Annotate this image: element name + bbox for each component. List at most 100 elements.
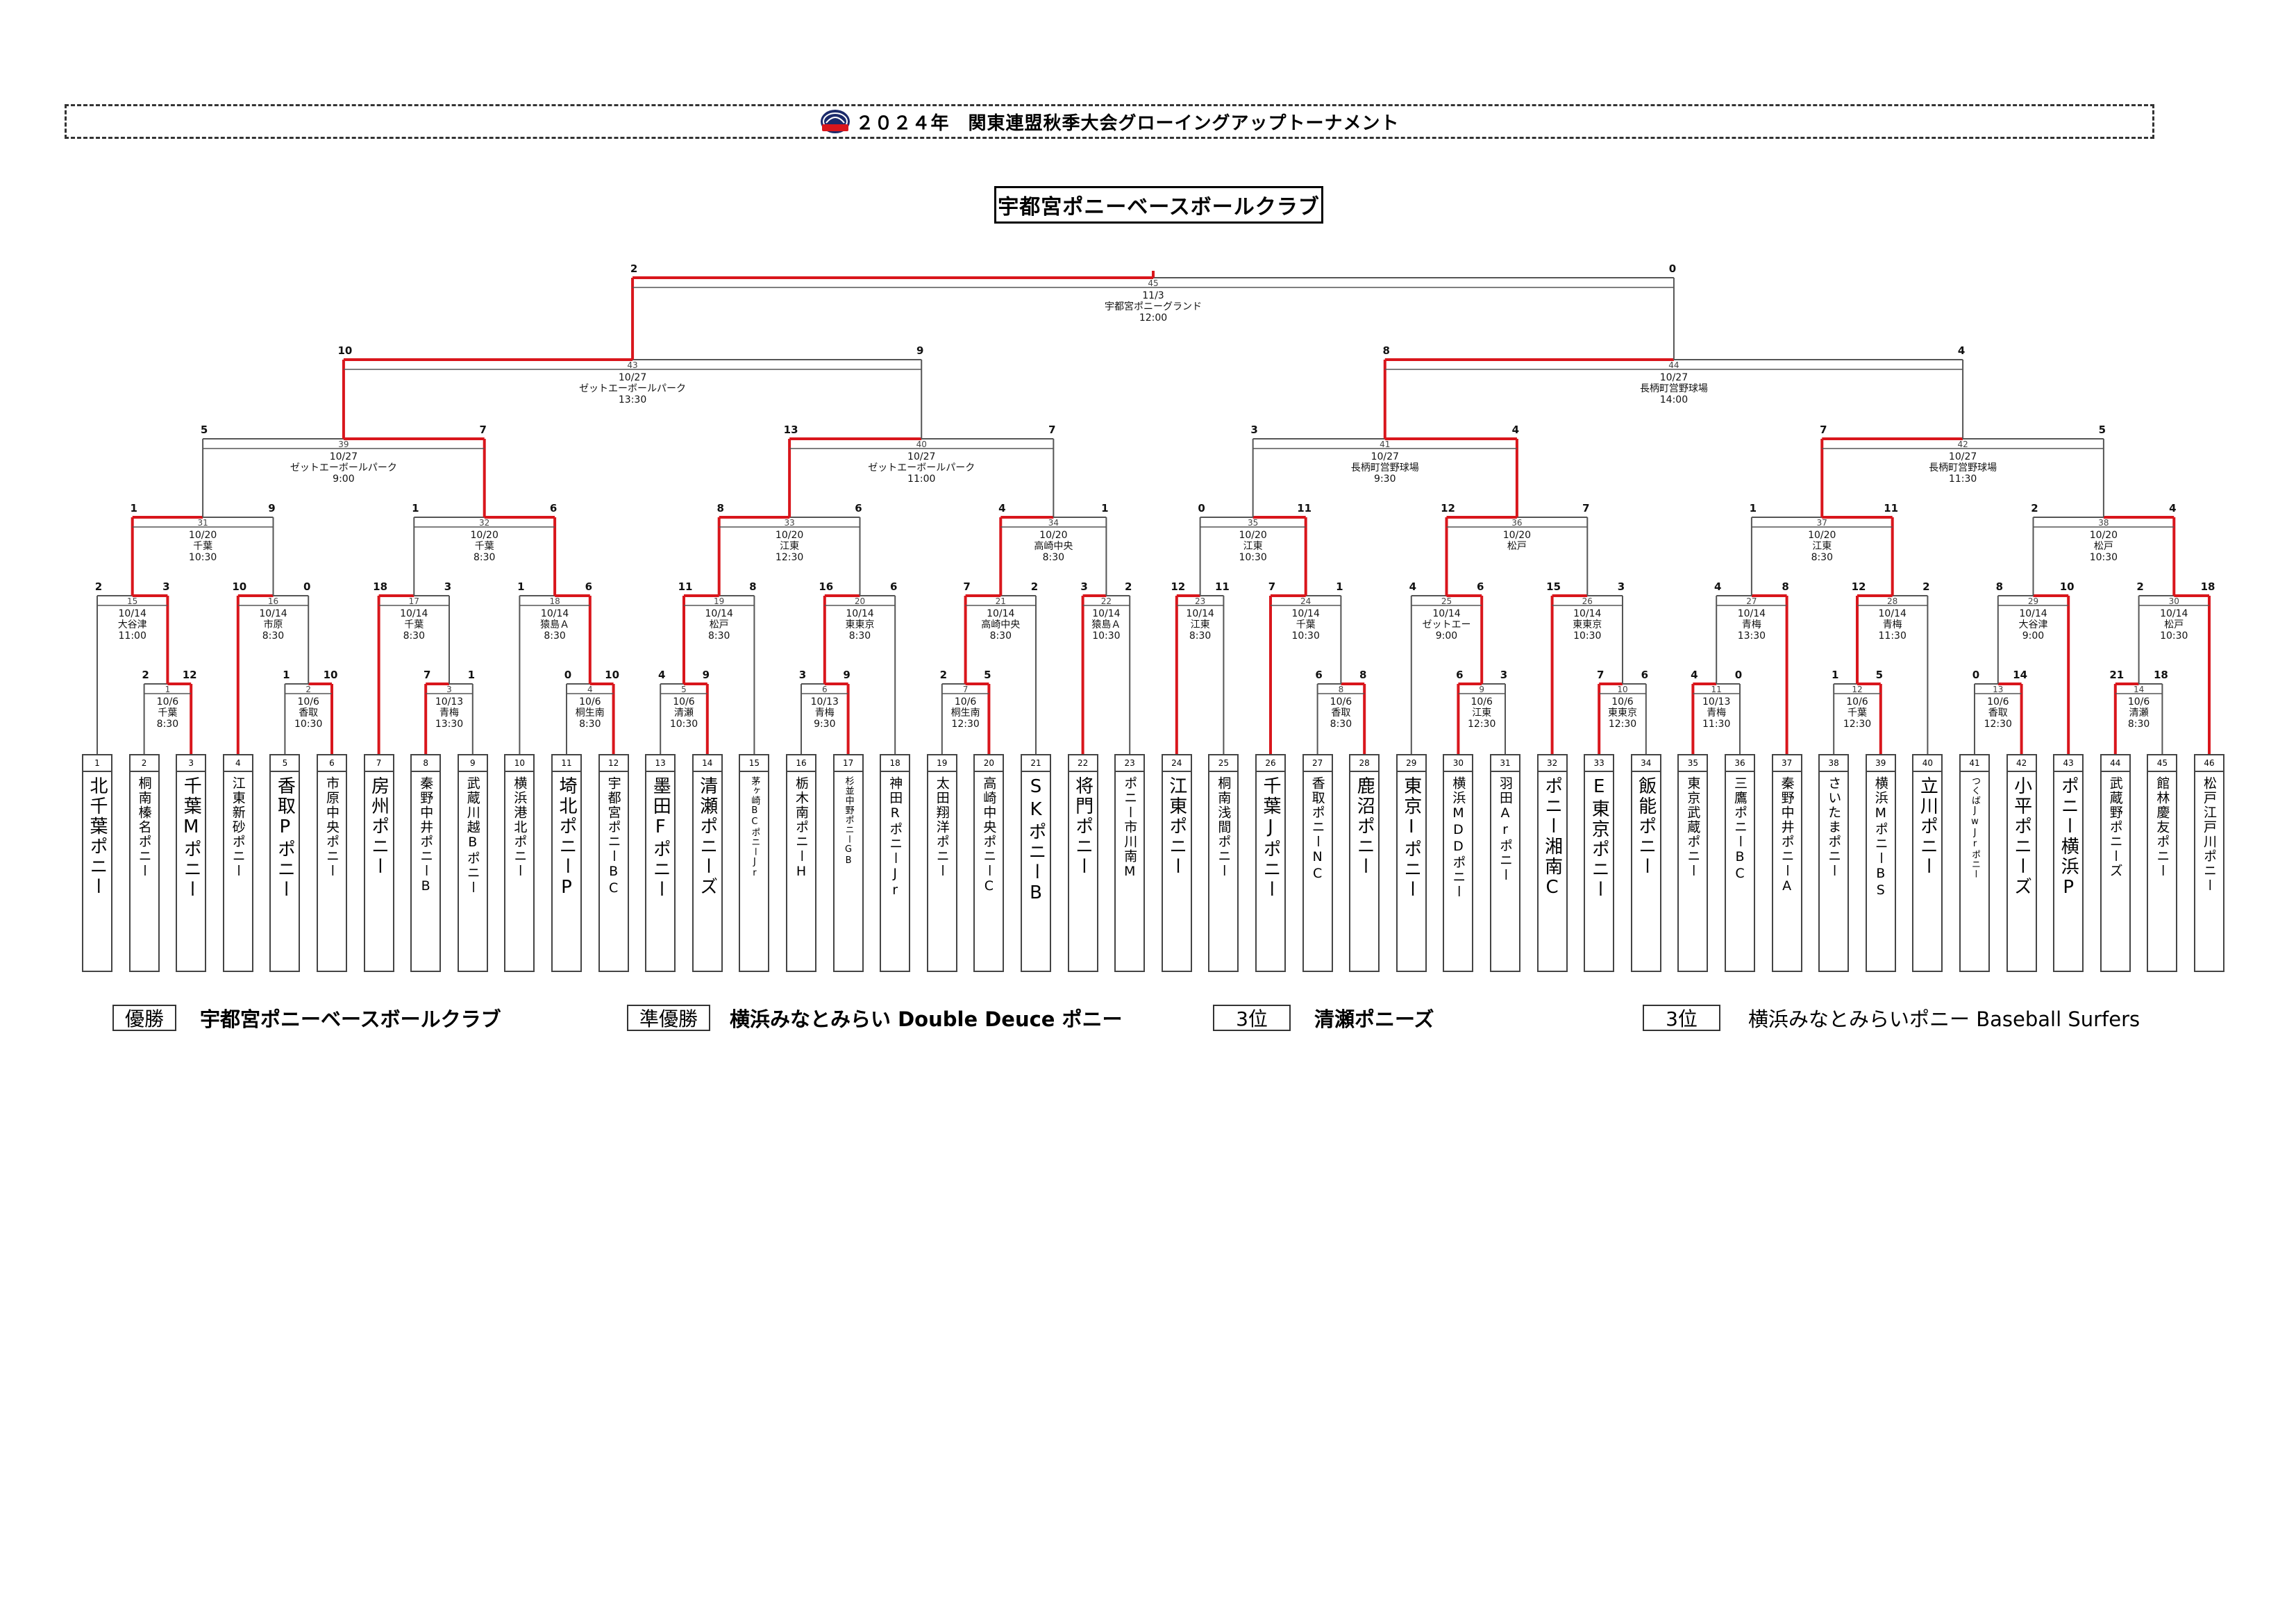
score-right: 5: [1876, 669, 1883, 681]
match-info: 12:30: [1843, 719, 1871, 730]
match-info: 11:30: [1702, 719, 1730, 730]
score-right: 9: [843, 669, 850, 681]
team-name: 栃木南ポニーH: [794, 776, 809, 880]
match-info: 12:30: [776, 552, 803, 563]
match-number: 45: [1148, 278, 1158, 288]
team-name: 埼北ポニーP: [556, 776, 577, 900]
team-name: 江東新砂ポニー: [230, 776, 246, 878]
match-number: 2: [305, 685, 311, 694]
match-info: 10/14: [1879, 608, 1907, 619]
score-right: 18: [2154, 669, 2168, 681]
match-info: 清瀬: [674, 708, 694, 719]
team-name: 飯能ポニー: [1635, 776, 1657, 877]
match-info: 10/14: [541, 608, 569, 619]
match-number: 20: [855, 596, 865, 606]
score-right: 2: [1922, 580, 1929, 593]
score-left: 3: [799, 669, 806, 681]
match-info: 10/6: [1470, 696, 1493, 708]
match-info: 8:30: [157, 719, 178, 730]
match-number: 40: [916, 440, 927, 449]
team-name: 北千葉ポニー: [87, 776, 108, 897]
result-label: 準優勝: [627, 1005, 711, 1031]
match-number: 22: [1101, 596, 1112, 606]
team-name: つくばJwJrポニー: [1970, 776, 1980, 879]
match-info: 大谷津: [2019, 619, 2048, 630]
match-info: 10/6: [579, 696, 601, 708]
match-number: 13: [1993, 685, 2003, 694]
team-name: 横浜港北ポニー: [512, 776, 528, 878]
score-left: 1: [283, 669, 290, 681]
team-box: 4 江東新砂ポニー: [222, 754, 253, 972]
team-number: 4: [224, 755, 252, 772]
score-right: 2: [1031, 580, 1038, 593]
match-info: 8:30: [579, 719, 601, 730]
match-info: 8:30: [1043, 552, 1064, 563]
match-info: 香取: [1331, 708, 1350, 719]
tournament-title: ２０２４年 関東連盟秋季大会グローイングアップトーナメント: [855, 112, 1400, 134]
match-number: 3: [446, 685, 452, 694]
score-right: 1: [1336, 580, 1343, 593]
team-number: 44: [2101, 755, 2129, 772]
team-number: 40: [1913, 755, 1942, 772]
score-right: 6: [1641, 669, 1648, 681]
match-info: ゼットエーボールパーク: [868, 462, 975, 474]
match-info: 10/20: [1039, 530, 1067, 541]
result-label: 3位: [1643, 1005, 1720, 1031]
match-number: 16: [268, 596, 278, 606]
score-left: 0: [1972, 669, 1979, 681]
score-left: 15: [1546, 580, 1561, 593]
match-info: 10/14: [119, 608, 146, 619]
result-third-2: 3位 横浜みなとみらいポニー Baseball Surfers: [1643, 1004, 2140, 1032]
match-info: 13:30: [435, 719, 463, 730]
team-number: 9: [458, 755, 487, 772]
score-right: 0: [303, 580, 310, 593]
match-info: 8:30: [262, 630, 284, 642]
score-left: 2: [142, 669, 149, 681]
match-info: 10/14: [1738, 608, 1766, 619]
match-info: 10:30: [1092, 630, 1120, 642]
team-number: 37: [1773, 755, 1801, 772]
score-left: 4: [1714, 580, 1721, 593]
team-name: 桐南榛名ポニー: [136, 776, 152, 878]
match-info: 8:30: [403, 630, 425, 642]
team-number: 19: [928, 755, 956, 772]
team-number: 14: [693, 755, 721, 772]
match-number: 17: [409, 596, 419, 606]
match-info: 東東京: [1573, 619, 1602, 630]
match-info: 8:30: [1189, 630, 1211, 642]
team-number: 3: [177, 755, 206, 772]
result-team: 宇都宮ポニーベースボールクラブ: [200, 1007, 501, 1031]
match-info: 10/27: [907, 451, 935, 462]
team-name: 茅ヶ崎BCポニーJr: [749, 776, 760, 879]
team-name: 東京Iポニー: [1400, 776, 1422, 900]
match-number: 26: [1582, 596, 1593, 606]
team-number: 10: [505, 755, 534, 772]
match-number: 5: [681, 685, 687, 694]
score-right: 10: [324, 669, 338, 681]
match-info: 10/14: [259, 608, 287, 619]
match-info: 10/14: [1292, 608, 1320, 619]
match-info: 10/6: [297, 696, 319, 708]
team-name: 館林慶友ポニー: [2154, 776, 2170, 878]
match-info: 12:30: [1609, 719, 1636, 730]
match-info: 10/14: [705, 608, 733, 619]
tournament-header: ２０２４年 関東連盟秋季大会グローイングアップトーナメント: [65, 104, 2154, 139]
match-number: 42: [1957, 440, 1968, 449]
team-name: 香取Pポニー: [274, 776, 296, 900]
match-info: 9:00: [333, 474, 354, 485]
match-info: 9:00: [2022, 630, 2044, 642]
team-number: 2: [130, 755, 158, 772]
match-info: 8:30: [474, 552, 495, 563]
match-info: 10/14: [2160, 608, 2188, 619]
team-name: 太田翔洋ポニー: [934, 776, 950, 878]
team-name: 将門ポニー: [1072, 776, 1093, 877]
match-number: 36: [1511, 518, 1522, 528]
score-right: 4: [1958, 344, 1965, 357]
